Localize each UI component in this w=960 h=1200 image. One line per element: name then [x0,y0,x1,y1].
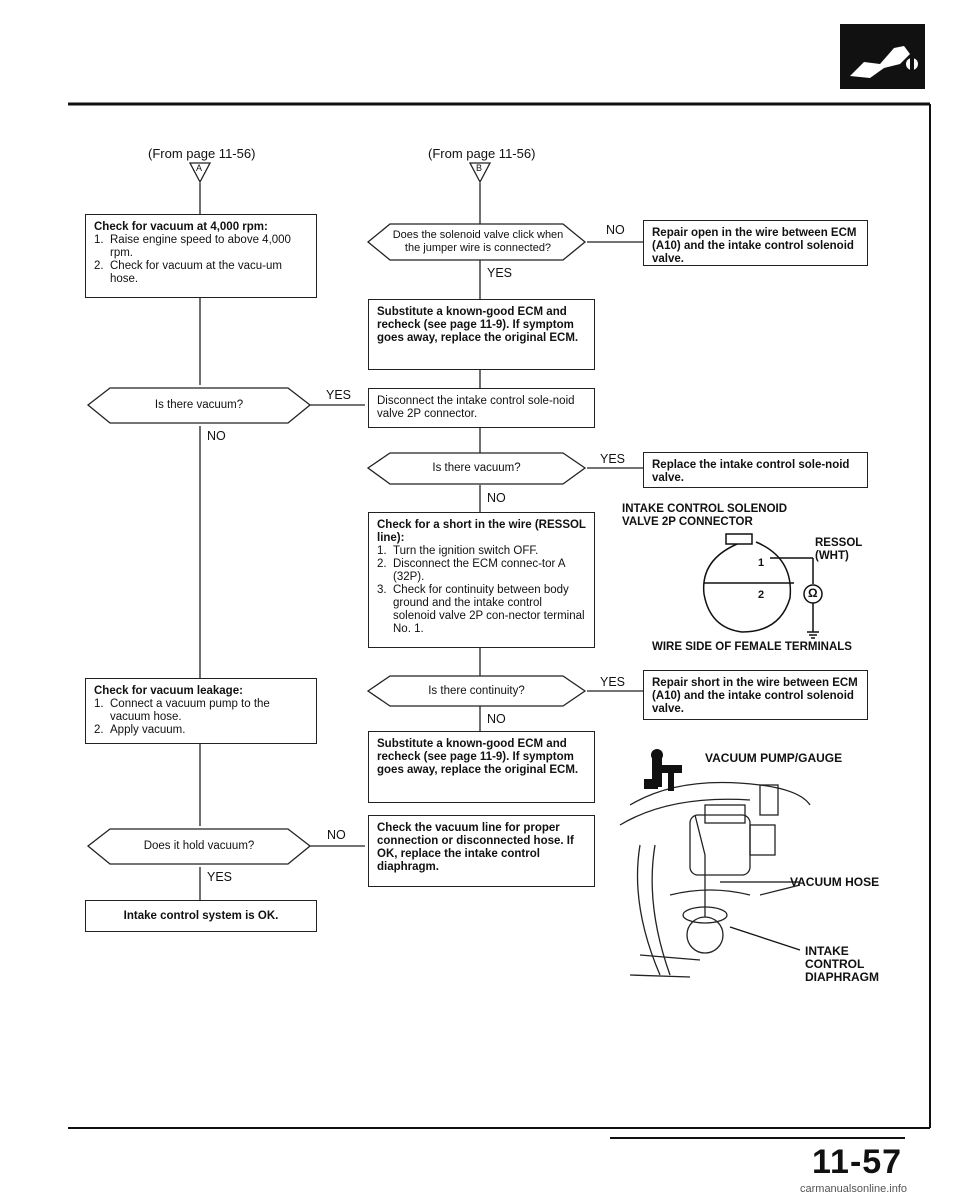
step: 3.Check for continuity between body grou… [377,584,585,635]
step: 1.Raise engine speed to above 4,000 rpm. [94,234,291,259]
ohmmeter-icon: Ω [808,586,818,600]
check-short-title: Check for a short in the wire (RESSOL li… [377,519,586,544]
substitute-ecm-box-1: Substitute a known-good ECM and recheck … [368,299,595,370]
terminal-2: 2 [758,589,765,601]
repair-open-box: Repair open in the wire between ECM (A10… [643,220,868,266]
label-no: NO [487,712,506,726]
question-solenoid-click: Does the solenoid valve click when the j… [392,229,564,254]
section-emblem-icon [840,24,925,89]
label-yes: YES [600,452,626,466]
substitute-ecm-box-2: Substitute a known-good ECM and recheck … [368,731,595,803]
connector-title: INTAKE CONTROL SOLENOID VALVE 2P CONNECT… [622,503,788,528]
repair-short-box: Repair short in the wire between ECM (A1… [643,670,868,720]
connector-b-label: B [476,163,483,173]
check-vacuum-4000-title: Check for vacuum at 4,000 rpm: [94,221,268,233]
terminal-1: 1 [758,557,765,569]
question-is-there-vacuum: Is there vacuum? [154,399,244,411]
label-yes: YES [487,266,513,280]
diaphragm-label: INTAKE CONTROL DIAPHRAGM [805,944,879,984]
pump-gauge-label: VACUUM PUMP/GAUGE [705,751,843,765]
check-vacuum-leakage-title: Check for vacuum leakage: [94,685,243,697]
step: 2.Apply vacuum. [94,724,186,736]
label-no: NO [487,491,506,505]
from-page-b: (From page 11-56) [428,146,536,161]
connector-a-label: A [196,163,203,173]
watermark: carmanualsonline.info [800,1183,908,1195]
check-short-box: Check for a short in the wire (RESSOL li… [368,512,595,648]
question-hold-vacuum: Does it hold vacuum? [143,840,255,852]
label-yes: YES [207,870,233,884]
wire-label: RESSOL (WHT) [815,537,863,562]
label-no: NO [606,223,625,237]
check-vacuum-4000-box: Check for vacuum at 4,000 rpm: 1.Raise e… [85,214,317,298]
check-vacuum-line-box: Check the vacuum line for proper connect… [368,815,595,887]
question-is-there-vacuum-2: Is there vacuum? [432,462,521,474]
label-no: NO [327,828,346,842]
question-continuity: Is there continuity? [428,684,525,697]
step: 2.Check for vacuum at the vacu-um hose. [94,260,282,285]
label-no: NO [207,429,226,443]
label-yes: YES [326,388,352,402]
step: 1.Turn the ignition switch OFF. [377,545,539,557]
from-page-a: (From page 11-56) [148,146,256,161]
connector-caption: WIRE SIDE OF FEMALE TERMINALS [652,641,852,653]
replace-solenoid-box: Replace the intake control sole-noid val… [643,452,868,488]
disconnect-connector-box: Disconnect the intake control sole-noid … [368,388,595,428]
system-ok-box: Intake control system is OK. [85,900,317,932]
label-yes: YES [600,675,626,689]
vacuum-pump-illustration [619,749,811,978]
page-number: 11-57 [812,1143,903,1181]
connector-diagram [702,533,823,639]
vacuum-hose-label: VACUUM HOSE [790,875,880,889]
check-vacuum-leakage-box: Check for vacuum leakage: 1.Connect a va… [85,678,317,744]
step: 1.Connect a vacuum pump to the vacuum ho… [94,698,270,723]
step: 2.Disconnect the ECM connec-tor A (32P). [377,558,565,583]
